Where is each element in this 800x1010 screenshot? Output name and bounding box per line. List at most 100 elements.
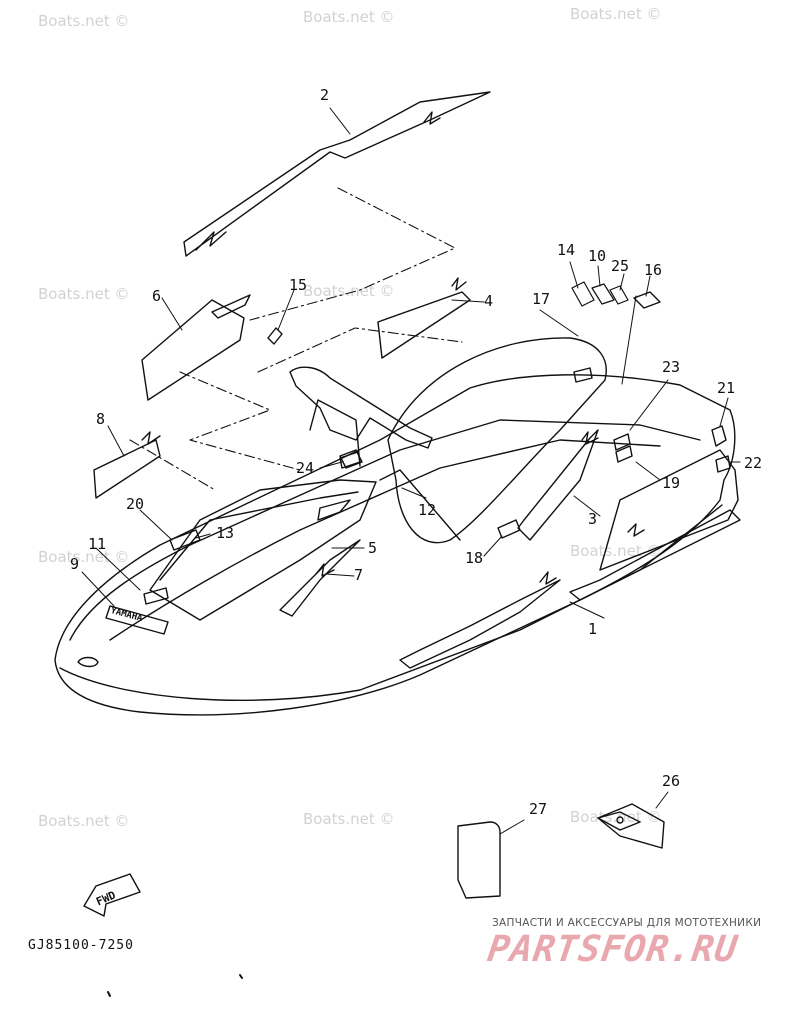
callout-10: 10 — [588, 247, 607, 265]
scan-mark — [107, 991, 111, 997]
hood-inner — [159, 491, 359, 581]
decal-14 — [571, 281, 595, 307]
decal-10 — [591, 283, 615, 305]
diagram-code: GJ85100-7250 — [28, 938, 134, 953]
leader-line — [95, 547, 141, 591]
leader-line — [629, 379, 669, 431]
callout-4: 4 — [484, 292, 494, 310]
phantom-line — [257, 327, 463, 373]
leader-line — [619, 273, 625, 291]
decal-13 — [169, 529, 201, 551]
callout-6: 6 — [152, 287, 162, 305]
shop-logo[interactable]: PARTSFOR.RU — [485, 929, 741, 970]
phantom-line — [249, 187, 456, 321]
watermark: Boats.net © — [303, 282, 395, 300]
callout-21: 21 — [717, 379, 736, 397]
handlebar — [289, 366, 433, 449]
leader-line — [655, 791, 669, 809]
watermark: Boats.net © — [303, 8, 395, 26]
decal-24 — [339, 451, 361, 469]
watermark: Boats.net © — [38, 12, 130, 30]
decal-2-zigzag — [195, 231, 227, 251]
phantom-line — [129, 439, 216, 491]
leader-line — [195, 533, 211, 539]
leader-line — [569, 261, 579, 289]
leader-line — [597, 265, 601, 287]
decal-8 — [93, 439, 161, 499]
decal-11 — [143, 587, 169, 605]
leader-line — [719, 397, 729, 427]
decal-6 — [141, 299, 245, 401]
decal-2-stripe — [183, 91, 491, 257]
hull-badge — [105, 605, 169, 635]
hull-inner — [69, 419, 701, 641]
scan-mark — [239, 974, 243, 979]
decal-3-zigzag — [581, 431, 599, 445]
callout-7: 7 — [354, 566, 364, 584]
callout-9: 9 — [70, 555, 80, 573]
callout-23: 23 — [662, 358, 681, 376]
callout-20: 20 — [126, 495, 145, 513]
hood — [149, 479, 377, 621]
part-26-pouch — [597, 803, 665, 849]
leader-line — [483, 535, 503, 557]
callout-14: 14 — [557, 241, 576, 259]
leader-line — [499, 819, 525, 835]
callout-16: 16 — [644, 261, 663, 279]
decal-25 — [609, 285, 629, 305]
hull-deck — [109, 439, 661, 641]
callout-24: 24 — [296, 459, 315, 477]
leader-line — [539, 309, 579, 337]
watermark: Boats.net © — [570, 5, 662, 23]
shop-tagline: ЗАПЧАСТИ И АКСЕССУАРЫ ДЛЯ МОТОТЕХНИКИ — [492, 917, 762, 929]
decal-1 — [399, 579, 561, 669]
leader-line — [573, 495, 601, 517]
leader-line — [621, 295, 637, 385]
decal-7 — [279, 539, 361, 617]
watermark: Boats.net © — [38, 812, 130, 830]
decal-8-zigzag — [141, 431, 161, 445]
leader-line — [81, 571, 115, 607]
decal-16 — [633, 291, 661, 309]
callout-17: 17 — [532, 290, 551, 308]
hull-bow-tip — [77, 656, 99, 668]
part-26-snap — [616, 816, 624, 824]
decal-7-zigzag — [315, 563, 335, 577]
leader-line — [329, 107, 351, 135]
leader-line — [161, 297, 183, 331]
hull-outline — [54, 374, 736, 716]
decal-21-22 — [711, 425, 727, 447]
steering-column — [309, 399, 361, 467]
decal-22 — [715, 455, 731, 473]
callout-8: 8 — [96, 410, 106, 428]
callout-2: 2 — [320, 86, 330, 104]
leader-line — [635, 461, 661, 481]
leader-line — [107, 425, 125, 457]
decal-17 — [573, 367, 593, 383]
leader-line — [319, 461, 343, 469]
decal-2-zigzag — [423, 111, 441, 125]
decal-3 — [517, 429, 599, 541]
callout-15: 15 — [289, 276, 308, 294]
watermark: Boats.net © — [38, 285, 130, 303]
callout-27: 27 — [529, 800, 548, 818]
callout-3: 3 — [588, 510, 598, 528]
hull-stern — [599, 449, 739, 571]
phantom-line — [179, 371, 301, 471]
leader-line — [277, 289, 295, 331]
callout-22: 22 — [744, 454, 763, 472]
callout-12: 12 — [418, 501, 437, 519]
steering-pad — [339, 449, 363, 469]
seat — [387, 337, 607, 544]
callout-18: 18 — [465, 549, 484, 567]
leader-line — [569, 601, 605, 619]
decal-6-accent — [211, 294, 251, 319]
decal-4-zigzag — [451, 277, 467, 291]
decal-19 — [615, 445, 633, 463]
callout-19: 19 — [662, 474, 681, 492]
decal-1-zigzag — [627, 523, 645, 537]
callout-26: 26 — [662, 772, 681, 790]
decal-5 — [317, 499, 351, 521]
